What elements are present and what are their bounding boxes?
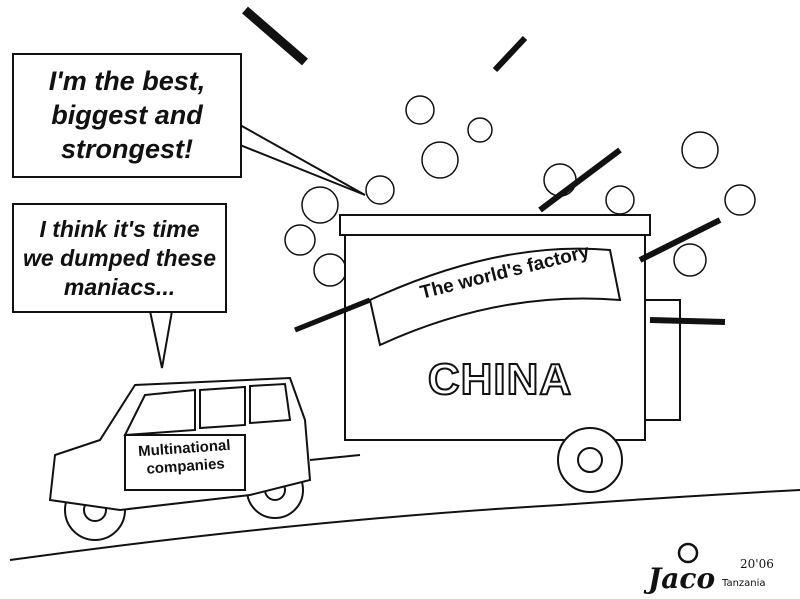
- bubble-line: I think it's time: [39, 216, 200, 242]
- signature: Jaco 20'06 Tanzania: [643, 542, 774, 595]
- truck-wheel: [557, 427, 623, 493]
- signature-face-icon: [677, 542, 699, 564]
- gun: [538, 147, 622, 213]
- speech-bubble-car: I think it's time we dumped these maniac…: [12, 203, 227, 313]
- bubble-line: I'm the best,: [48, 66, 206, 96]
- missile: [242, 6, 308, 66]
- truck-roof: [339, 214, 651, 236]
- tow-chain: [309, 454, 361, 461]
- bubble-line: biggest and: [51, 99, 203, 130]
- bubble-tail: [149, 310, 173, 369]
- truck-label: CHINA: [427, 354, 573, 405]
- gun: [294, 297, 371, 333]
- gun: [649, 317, 726, 325]
- car-label: Multinational companies: [129, 436, 241, 480]
- missile: [492, 35, 528, 73]
- bubble-line: we dumped these: [23, 244, 216, 271]
- car-window: [199, 385, 246, 430]
- signature-name: Jaco: [643, 562, 715, 595]
- car-window: [123, 388, 196, 437]
- bubble-line: maniacs...: [63, 273, 176, 300]
- signature-place: Tanzania: [721, 578, 766, 589]
- car-label-panel: [124, 434, 246, 491]
- bubble-tail: [239, 124, 366, 196]
- signature-year: 20'06: [740, 557, 774, 571]
- banner: [368, 247, 622, 347]
- car-window: [249, 382, 292, 425]
- gun: [638, 217, 722, 263]
- speech-bubble-truck: I'm the best, biggest and strongest!: [12, 53, 242, 178]
- bubble-line: strongest!: [60, 133, 193, 164]
- road-line: [9, 489, 800, 561]
